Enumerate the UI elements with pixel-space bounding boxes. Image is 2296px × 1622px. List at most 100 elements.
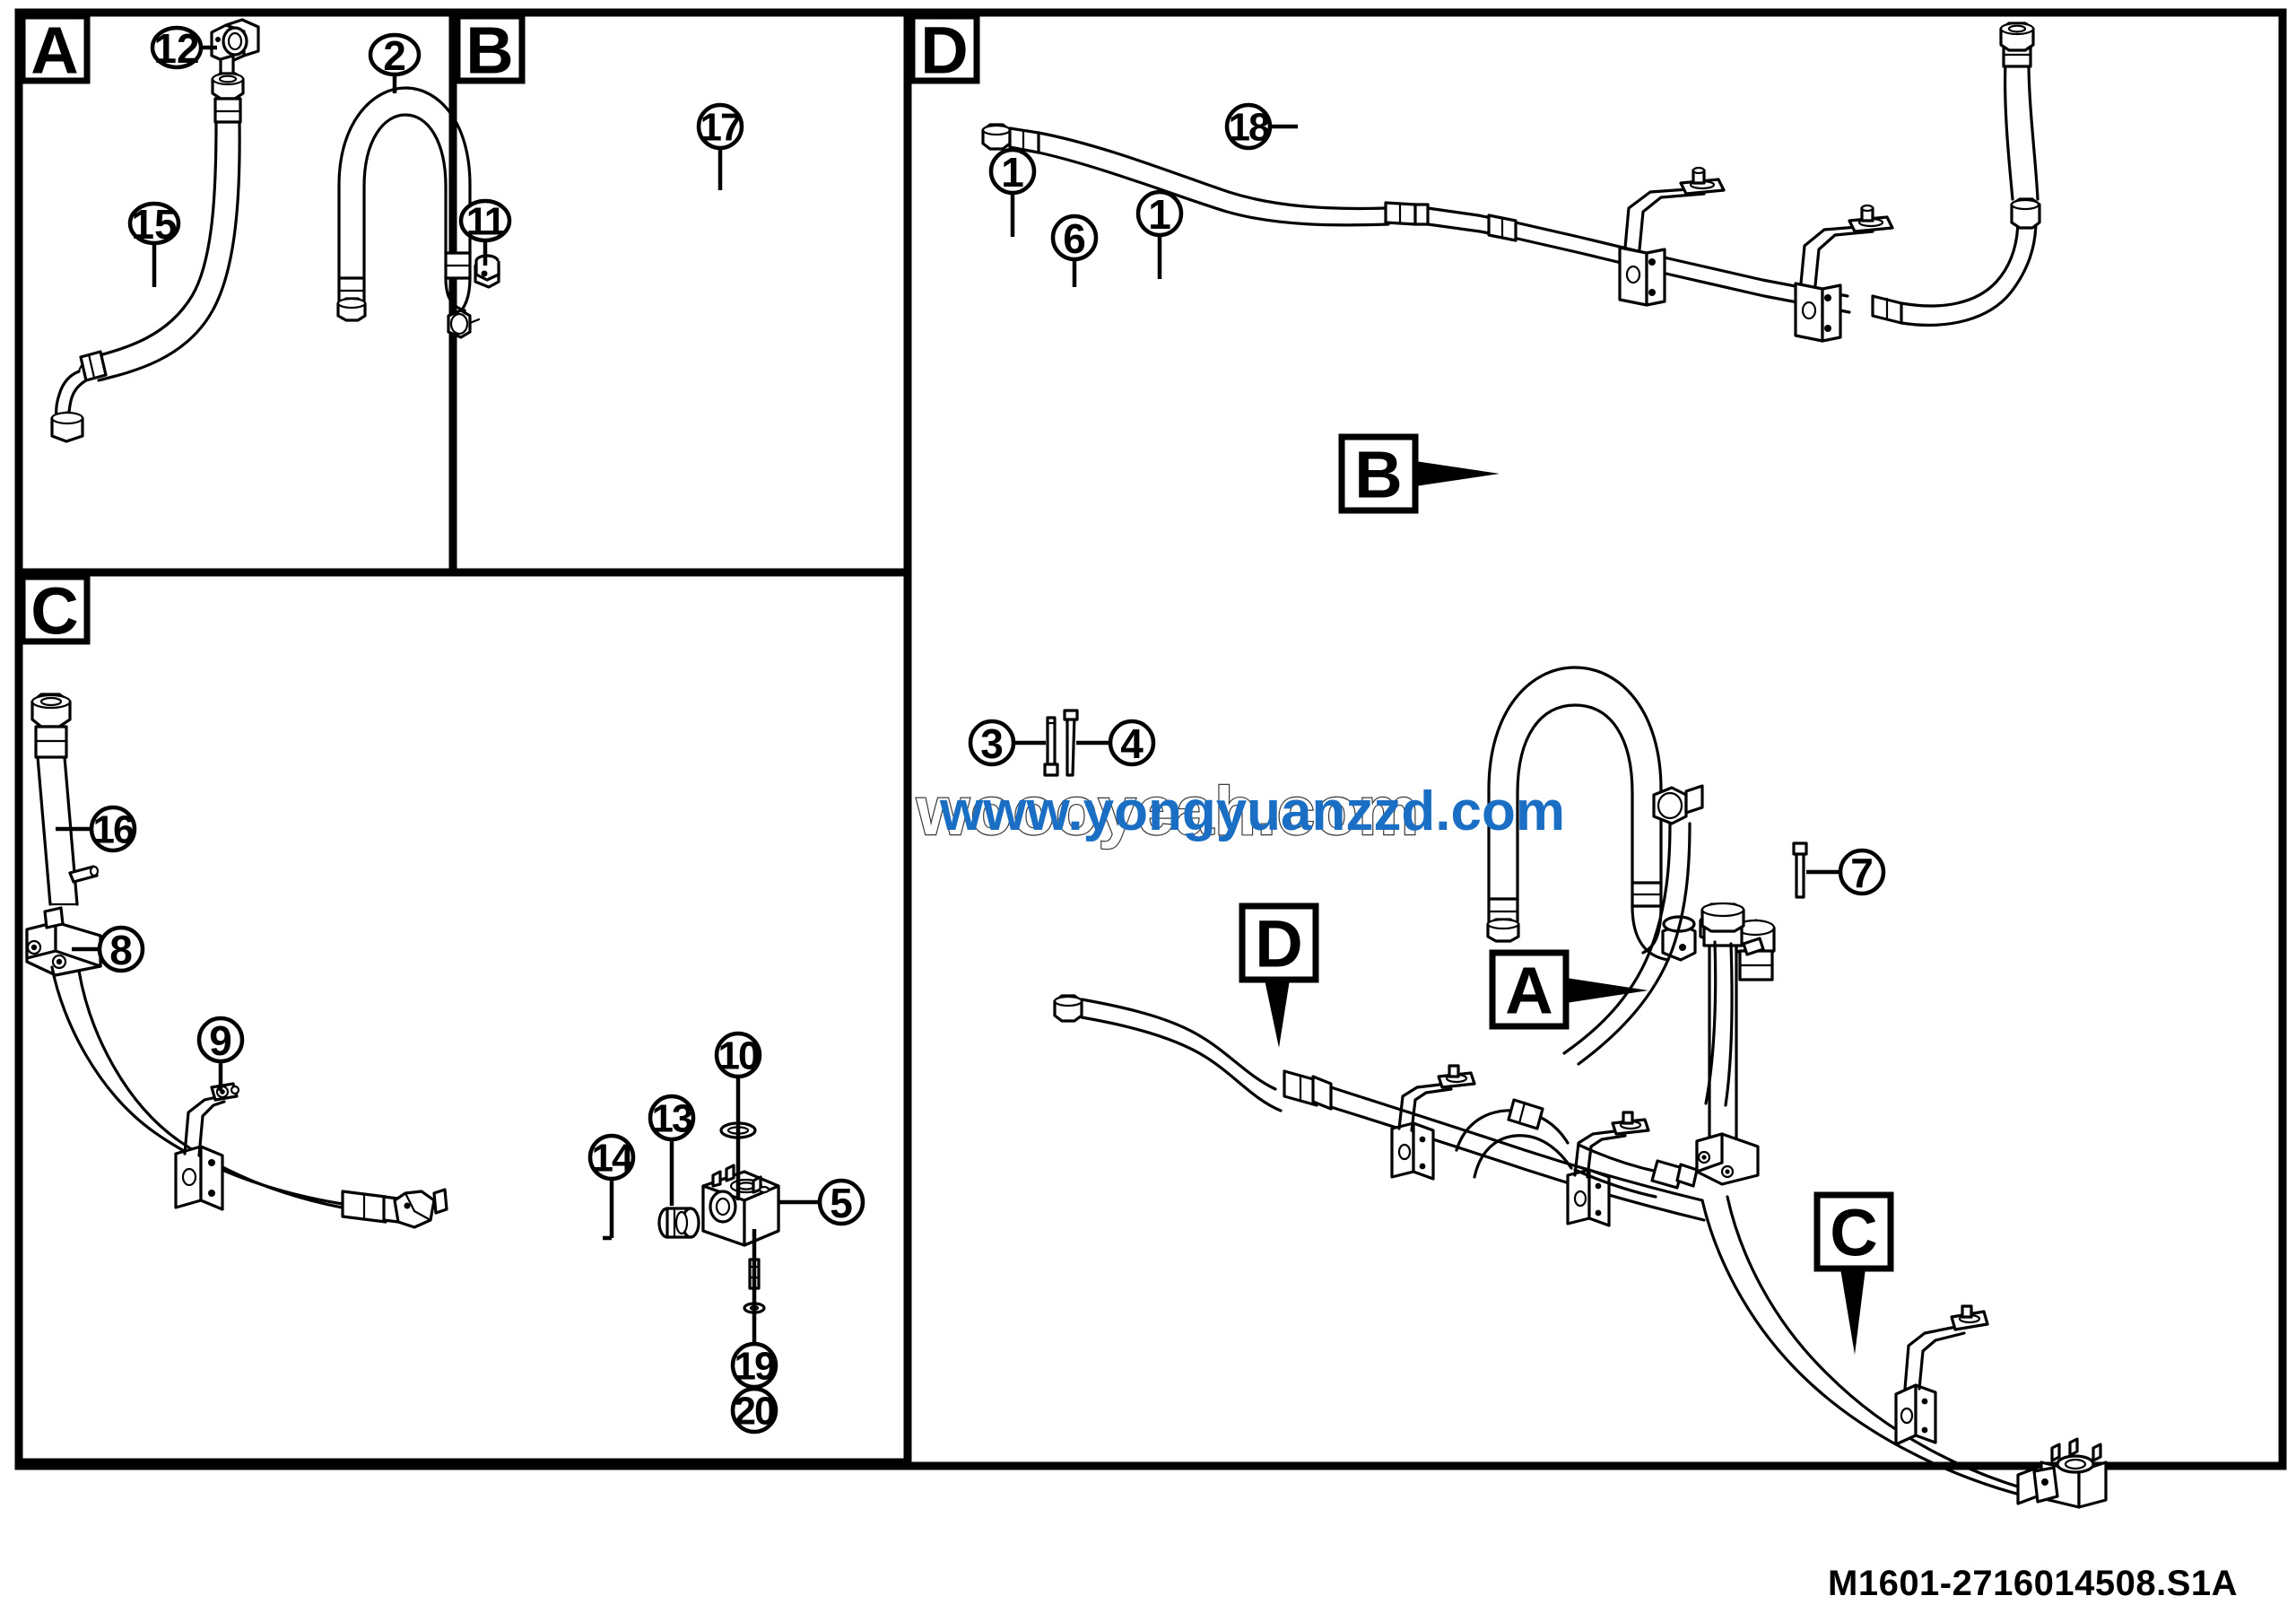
callout-bubble-2 bbox=[368, 32, 422, 77]
main-clamp-d1 bbox=[1390, 1064, 1476, 1181]
main-hose-d-run bbox=[1053, 994, 1706, 1222]
detail-marker-b-arrow bbox=[1415, 461, 1500, 486]
detail-marker-c: C bbox=[1813, 1191, 1894, 1355]
callout-bubble-8 bbox=[97, 925, 145, 973]
callout-20-number: 20 bbox=[735, 1390, 775, 1434]
clamp-block-c bbox=[174, 1145, 224, 1211]
part-15-hose-upper-nut bbox=[211, 72, 245, 124]
callout-5-number: 5 bbox=[830, 1180, 853, 1226]
pipe-side-nipple bbox=[68, 865, 100, 884]
detail-marker-c-arrow bbox=[1840, 1269, 1866, 1355]
main-vertical-pipe bbox=[1695, 902, 1765, 1186]
part-1-bracket-left bbox=[1623, 166, 1726, 251]
callout-1-left-number: 1 bbox=[1001, 149, 1024, 196]
callout-bubble-12 bbox=[150, 25, 204, 70]
part-9-bracket bbox=[183, 1082, 240, 1157]
watermark-group: woooyeah.com www.yongyuanzzd.com bbox=[915, 772, 1565, 850]
detail-marker-b: B bbox=[1338, 433, 1500, 514]
detail-marker-a-arrow bbox=[1566, 978, 1648, 1003]
callout-6-number: 6 bbox=[1063, 215, 1086, 262]
detail-marker-d-box bbox=[1239, 903, 1319, 983]
part-7-pin bbox=[1792, 842, 1808, 899]
watermark-blue-text: www.yongyuanzzd.com bbox=[939, 780, 1565, 842]
callout-11-number: 11 bbox=[466, 200, 506, 244]
callout-4-number: 4 bbox=[1120, 720, 1144, 767]
panel-c-valve-assembly bbox=[657, 1121, 780, 1314]
callout-12-number: 12 bbox=[153, 25, 199, 72]
part-8-flange-block bbox=[25, 906, 102, 977]
panel-d-callouts: 17 1 1 6 18 bbox=[696, 102, 1298, 287]
callout-18-number: 18 bbox=[1229, 106, 1270, 150]
detail-marker-d: D bbox=[1239, 903, 1319, 1048]
callout-17-number: 17 bbox=[700, 106, 741, 150]
panel-tag-b: B bbox=[454, 13, 526, 88]
main-c-branch bbox=[1700, 1195, 2108, 1509]
hose-coupler-1 bbox=[1384, 201, 1430, 226]
part-15-hose bbox=[50, 120, 241, 443]
callout-15-number: 15 bbox=[131, 201, 177, 248]
main-flex-lines bbox=[1562, 822, 1734, 1107]
part-18-elbow bbox=[1900, 197, 2041, 327]
part-18-hose bbox=[1999, 22, 2039, 201]
callout-3-number: 3 bbox=[980, 720, 1004, 767]
main-assembly-artwork bbox=[1043, 666, 2108, 1509]
part-17-hose-left-end bbox=[981, 123, 1040, 154]
tube-coupler-right bbox=[1871, 294, 1903, 325]
part-6-tube bbox=[1426, 206, 1851, 314]
detail-marker-a-letter: A bbox=[1505, 954, 1552, 1028]
part-13-sealing-ring-stack bbox=[657, 1207, 700, 1239]
callout-bubble-5 bbox=[817, 1178, 865, 1226]
callout-10-number: 10 bbox=[718, 1034, 759, 1078]
callout-bubble-6 bbox=[1050, 214, 1099, 262]
part-17-hose bbox=[1037, 131, 1390, 227]
part-1-bracket-right bbox=[1799, 204, 1894, 287]
panel-a-artwork bbox=[50, 18, 260, 443]
callout-7-number: 7 bbox=[1850, 850, 1874, 896]
panel-tag-d-letter: D bbox=[920, 13, 968, 88]
part-12-elbow-fitting bbox=[210, 18, 260, 81]
callout-bubble-15 bbox=[127, 201, 181, 246]
panel-tag-a: A bbox=[19, 13, 91, 88]
callout-bubble-1-right bbox=[1135, 189, 1184, 238]
main-clamp-c bbox=[1894, 1304, 1989, 1446]
callout-bubble-1-left bbox=[988, 147, 1037, 196]
panel-a-callouts: 12 15 bbox=[127, 25, 217, 287]
part-5-valve-body bbox=[701, 1164, 780, 1247]
detail-marker-d-arrow bbox=[1265, 980, 1290, 1048]
main-assembly-callouts: 3 4 7 bbox=[968, 719, 1886, 899]
callout-1-right-number: 1 bbox=[1148, 191, 1171, 238]
detail-marker-b-letter: B bbox=[1354, 438, 1402, 512]
callout-bubble-17 bbox=[696, 102, 744, 151]
panel-tag-d: D bbox=[909, 13, 980, 88]
callout-bubble-20 bbox=[730, 1386, 778, 1435]
clamp-block-right bbox=[1794, 282, 1842, 343]
main-clamp-d2 bbox=[1566, 1111, 1650, 1227]
panel-tag-a-letter: A bbox=[30, 13, 78, 88]
callout-8-number: 8 bbox=[109, 927, 133, 973]
callout-2-number: 2 bbox=[383, 32, 406, 79]
callout-14-number: 14 bbox=[592, 1137, 634, 1181]
panel-frames bbox=[14, 8, 2287, 1470]
callout-bubble-7 bbox=[1838, 848, 1886, 896]
panel-d-artwork bbox=[981, 22, 2041, 343]
part-4-pin bbox=[1063, 709, 1079, 777]
callout-bubble-14 bbox=[587, 1133, 636, 1182]
main-a-hose-loop bbox=[1455, 1098, 1699, 1199]
callout-bubble-11 bbox=[458, 198, 512, 243]
callout-bubble-10 bbox=[714, 1031, 762, 1079]
callout-bubble-9 bbox=[196, 1016, 245, 1064]
main-terminal-valve bbox=[2016, 1437, 2108, 1509]
detail-marker-b-box bbox=[1338, 433, 1419, 514]
callout-bubble-4 bbox=[1108, 719, 1156, 767]
part-3-pin bbox=[1043, 716, 1059, 777]
panel-tag-c: C bbox=[19, 573, 91, 649]
panel-letter-tags: A B D C bbox=[19, 13, 980, 649]
detail-marker-a: A bbox=[1489, 949, 1648, 1030]
callout-bubble-16 bbox=[89, 805, 137, 853]
detail-marker-c-box bbox=[1813, 1191, 1894, 1272]
tube-coupler-mid bbox=[1487, 214, 1518, 242]
callout-19-number: 19 bbox=[735, 1345, 775, 1389]
part-14-elbow bbox=[393, 1188, 448, 1229]
outer-frame bbox=[14, 8, 2287, 1470]
